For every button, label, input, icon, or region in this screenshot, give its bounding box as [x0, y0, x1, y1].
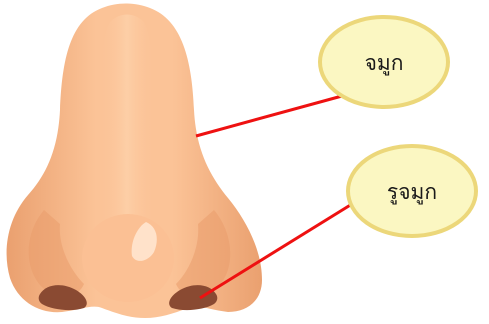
nose-tip: [82, 214, 174, 302]
nostril-callout: รูจมูก: [348, 146, 476, 236]
nose-callout: จมูก: [320, 17, 448, 107]
nostril-label: รูจมูก: [387, 180, 437, 205]
nose-label: จมูก: [365, 51, 404, 76]
nose-leader-line: [196, 96, 342, 136]
nose-illustration: [7, 4, 262, 319]
